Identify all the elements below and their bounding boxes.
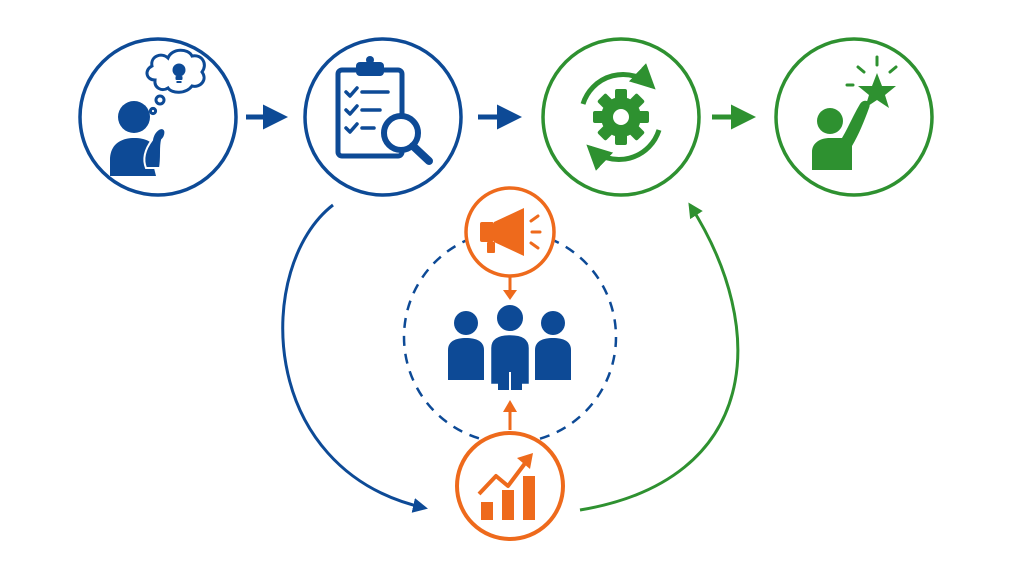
node-review xyxy=(303,37,463,197)
node-success xyxy=(774,37,934,197)
node-process xyxy=(541,37,701,197)
connector-announce-team xyxy=(503,276,517,300)
node-growth xyxy=(455,431,565,541)
megaphone-icon xyxy=(480,208,542,256)
connector-growth-process xyxy=(579,202,740,512)
node-announce xyxy=(464,186,556,278)
clipboard-checklist-magnifier-icon xyxy=(335,56,433,165)
connector-growth-team xyxy=(503,400,517,430)
person-reaching-star-icon xyxy=(812,55,898,170)
growth-bar-chart-icon xyxy=(477,453,535,520)
connector-review-growth xyxy=(281,203,428,513)
gear-refresh-cycle-icon xyxy=(580,63,662,171)
node-idea xyxy=(78,37,238,197)
people-group-icon xyxy=(448,303,571,390)
thinking-person-lightbulb-icon xyxy=(110,48,206,176)
